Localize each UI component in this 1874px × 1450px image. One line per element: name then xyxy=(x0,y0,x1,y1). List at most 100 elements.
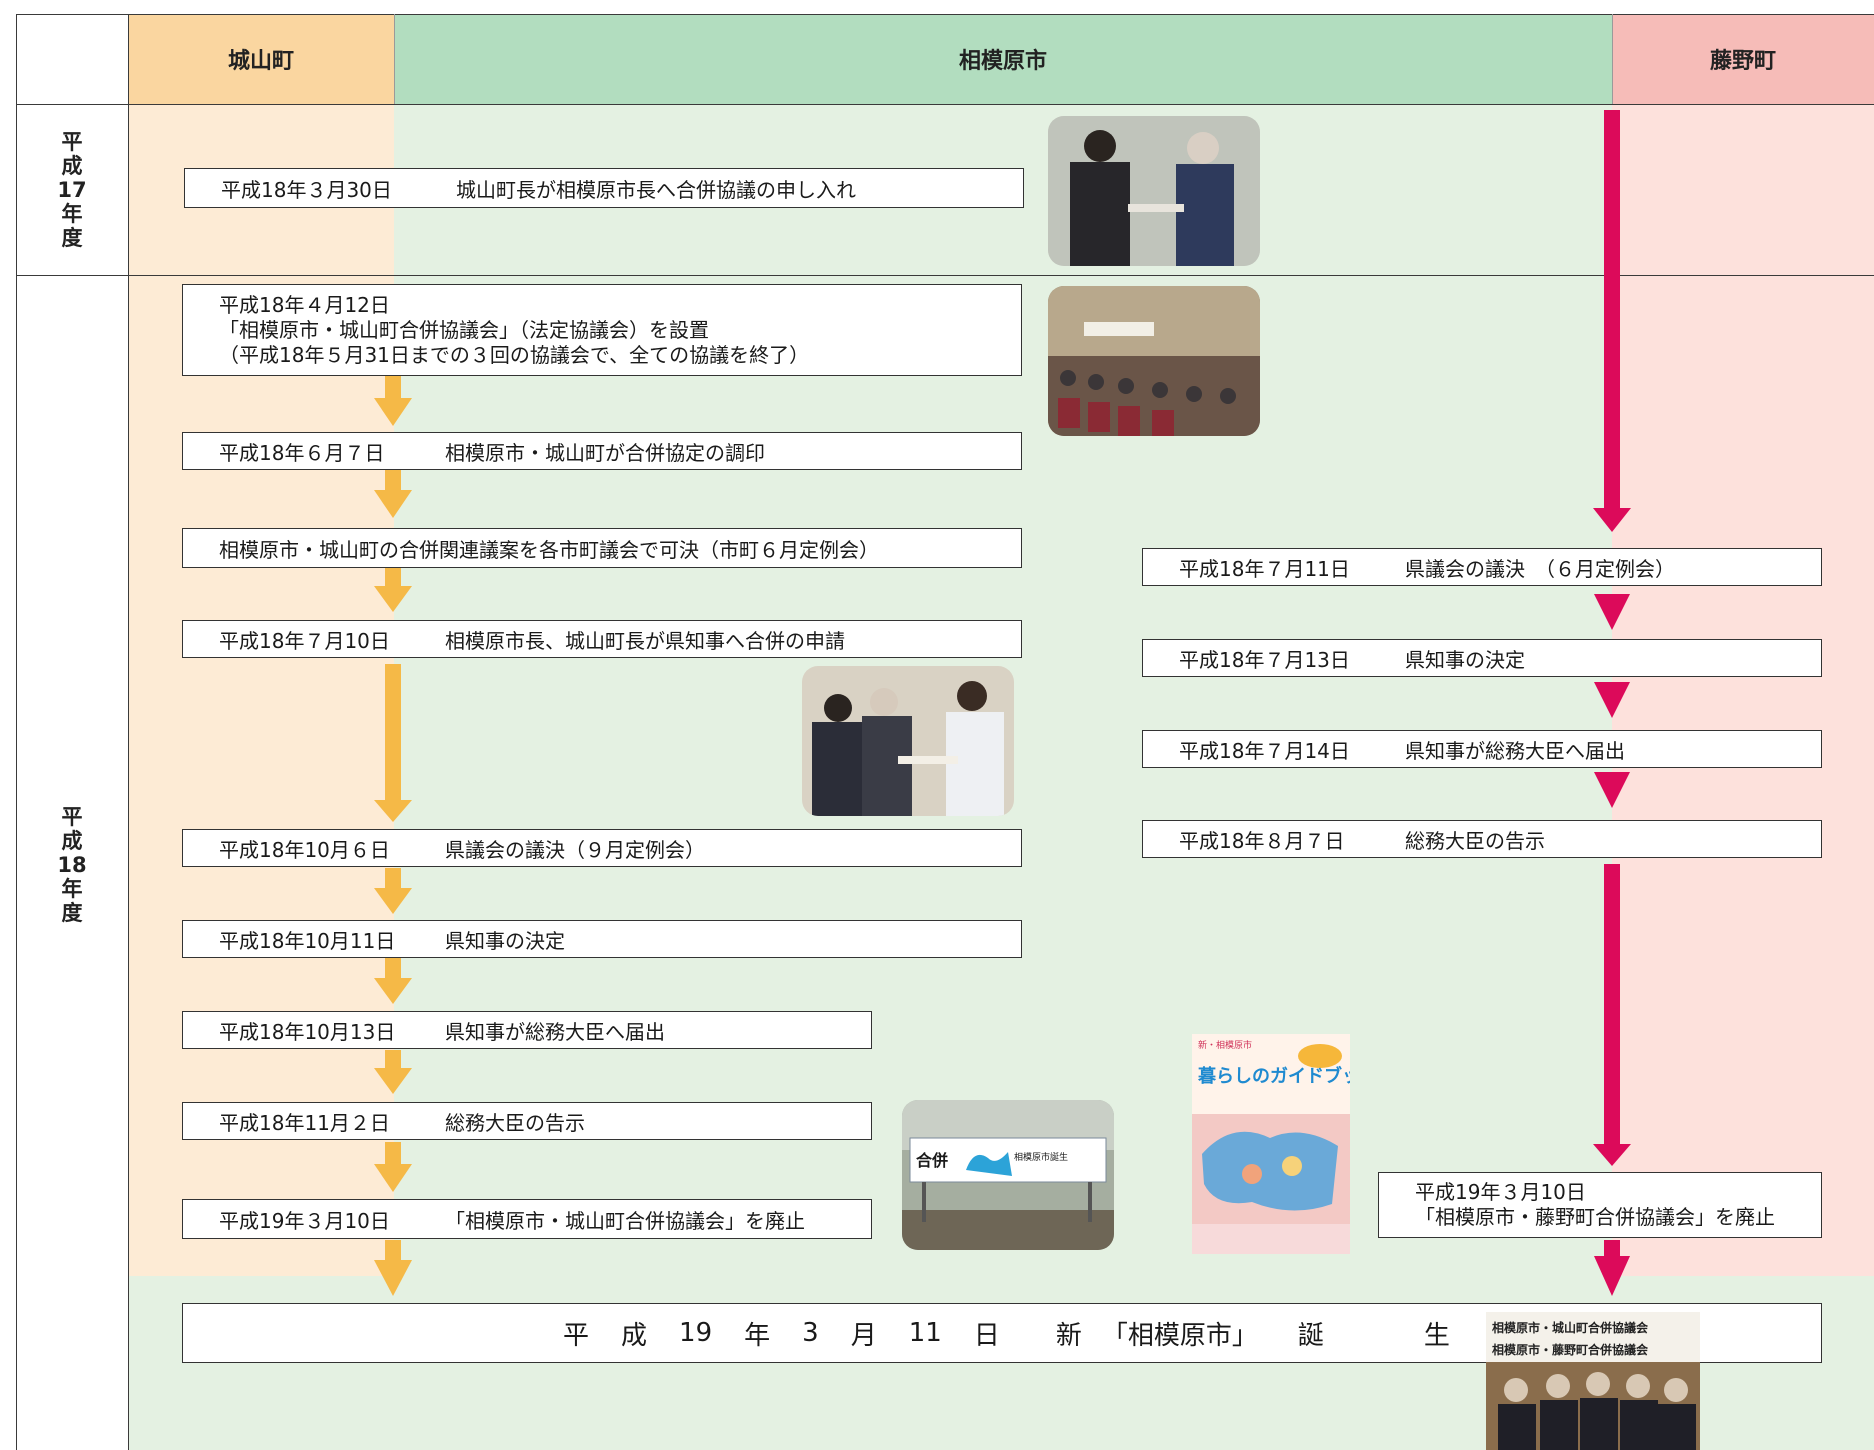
magenta-arrowhead xyxy=(1594,682,1630,718)
orange-arrowhead xyxy=(374,490,412,518)
fujino-header-bg xyxy=(1612,14,1874,104)
orange-arrowhead xyxy=(374,1164,412,1192)
event-date: 平成18年７月11日 xyxy=(1179,556,1350,581)
event-text: 相模原市長、城山町長が県知事へ合併の申請 xyxy=(445,628,845,653)
orange-shaft xyxy=(385,1142,401,1166)
event-date: 平成18年10月６日 xyxy=(219,837,390,862)
fujino-column-bg xyxy=(1612,104,1874,1276)
era-char: 年 xyxy=(61,202,83,226)
event-date: 平成18年10月13日 xyxy=(219,1019,396,1044)
event-date: 平成18年７月10日 xyxy=(219,628,390,653)
event-text: 「相模原市・城山町合併協議会」を廃止 xyxy=(445,1208,805,1233)
handshake-photo-1 xyxy=(1048,116,1260,266)
orange-arrowhead xyxy=(374,800,412,822)
era-char: 度 xyxy=(61,901,83,925)
event-text: 城山町長が相模原市長へ合併協議の申し入れ xyxy=(456,177,856,202)
final-char: 誕 xyxy=(1297,1320,1324,1351)
era-char: 平 xyxy=(61,130,83,154)
sign-text-1: 合併 xyxy=(916,1151,948,1170)
council-meeting-photo xyxy=(1048,286,1260,436)
final-char: 平 xyxy=(563,1320,590,1351)
grid-header-bottom xyxy=(16,104,1874,105)
event-h18-1006: 平成18年10月６日 県議会の議決（９月定例会） xyxy=(182,829,1022,867)
era-char: 度 xyxy=(61,226,83,250)
era-char: 成 xyxy=(61,829,83,853)
handshake-photo-2 xyxy=(802,666,1014,816)
shiroyama-header-bg xyxy=(128,14,394,104)
guidebook-photo: 新・相模原市 暮らしのガイドブック xyxy=(1192,1034,1350,1254)
event-text: 総務大臣の告示 xyxy=(1405,828,1545,853)
era-char: 17 xyxy=(57,178,87,202)
event-line: （平成18年５月31日までの３回の協議会で、全ての協議を終了） xyxy=(219,342,810,367)
final-char: 月 xyxy=(850,1320,877,1351)
orange-shaft xyxy=(385,468,401,492)
event-text: 県議会の議決 （６月定例会） xyxy=(1405,556,1675,581)
event-line: 平成19年３月10日 xyxy=(1415,1180,1586,1204)
council-label-1: 相模原市・城山町合併協議会 xyxy=(1492,1320,1649,1335)
event-text: 総務大臣の告示 xyxy=(445,1110,585,1135)
event-date: 平成18年10月11日 xyxy=(219,928,396,953)
event-date: 平成18年７月14日 xyxy=(1179,738,1350,763)
event-date: 平成18年11月２日 xyxy=(219,1110,390,1135)
event-h18-0713: 平成18年７月13日 県知事の決定 xyxy=(1142,639,1822,677)
final-char: 3 xyxy=(802,1318,819,1348)
orange-shaft xyxy=(385,868,401,890)
header-sagamihara: 相模原市 xyxy=(958,49,1047,74)
magenta-arrowhead xyxy=(1594,772,1630,808)
header-shiroyama: 城山町 xyxy=(227,49,294,74)
event-date: 平成19年３月10日 xyxy=(219,1208,390,1233)
event-date: 平成18年８月７日 xyxy=(1179,828,1345,853)
event-date: 平成18年６月７日 xyxy=(219,440,385,465)
grid-era-col-edge xyxy=(128,14,129,1450)
era-h18-label: 平 成 18 年 度 xyxy=(16,800,128,930)
event-text: 県知事の決定 xyxy=(1405,647,1525,672)
era-char: 年 xyxy=(61,877,83,901)
event-h18-0412: 平成18年４月12日 「相模原市・城山町合併協議会」（法定協議会）を設置 （平成… xyxy=(182,284,1022,376)
council-group-photo: 相模原市・城山町合併協議会 相模原市・藤野町合併協議会 xyxy=(1486,1312,1700,1450)
event-h18-1102: 平成18年11月２日 総務大臣の告示 xyxy=(182,1102,872,1140)
event-line: 「相模原市・藤野町合併協議会」を廃止 xyxy=(1415,1205,1775,1229)
orange-arrowhead xyxy=(374,978,412,1004)
magenta-arrowhead xyxy=(1593,508,1631,532)
final-char: 生 xyxy=(1423,1320,1450,1351)
event-text: 県知事の決定 xyxy=(445,928,565,953)
shiroyama-arrows xyxy=(374,376,412,1296)
final-char: 「相模原市」 xyxy=(1101,1320,1258,1351)
guidebook-tag: 新・相模原市 xyxy=(1198,1039,1252,1051)
orange-arrowhead xyxy=(374,1260,412,1296)
guidebook-title: 暮らしのガイドブック xyxy=(1197,1065,1350,1087)
magenta-shaft xyxy=(1604,864,1620,1146)
final-char: 成 xyxy=(621,1320,648,1351)
magenta-arrowhead xyxy=(1594,1256,1630,1296)
event-date: 平成18年３月30日 xyxy=(221,177,392,202)
event-h18-0807: 平成18年８月７日 総務大臣の告示 xyxy=(1142,820,1822,858)
event-line: 「相模原市・城山町合併協議会」（法定協議会）を設置 xyxy=(219,317,709,342)
event-h18-0711: 平成18年７月11日 県議会の議決 （６月定例会） xyxy=(1142,548,1822,586)
event-h18-0330: 平成18年３月30日 城山町長が相模原市長へ合併協議の申し入れ xyxy=(184,168,1024,208)
magenta-shaft xyxy=(1604,110,1620,510)
event-text: 県議会の議決（９月定例会） xyxy=(445,837,705,862)
orange-shaft xyxy=(385,958,401,980)
magenta-arrowhead xyxy=(1593,1144,1631,1166)
era-char: 18 xyxy=(57,853,87,877)
orange-shaft xyxy=(385,1050,401,1070)
magenta-shaft xyxy=(1604,1240,1620,1258)
final-char: 11 xyxy=(908,1318,942,1348)
sign-text-2: 相模原市誕生 xyxy=(1014,1151,1068,1163)
event-council-votes: 相模原市・城山町の合併関連議案を各市町議会で可決（市町６月定例会） xyxy=(182,528,1022,568)
grid-era-divider xyxy=(16,275,1874,276)
event-h19-0310-fujino: 平成19年３月10日 「相模原市・藤野町合併協議会」を廃止 xyxy=(1378,1172,1822,1238)
event-h18-0714: 平成18年７月14日 県知事が総務大臣へ届出 xyxy=(1142,730,1822,768)
final-char: 年 xyxy=(744,1320,771,1351)
era-char: 成 xyxy=(61,154,83,178)
event-h19-0310-shiroyama: 平成19年３月10日 「相模原市・城山町合併協議会」を廃止 xyxy=(182,1199,872,1239)
orange-shaft xyxy=(385,1240,401,1262)
merger-sign-photo: 合併 相模原市誕生 xyxy=(902,1100,1114,1250)
event-text: 相模原市・城山町が合併協定の調印 xyxy=(445,440,765,465)
event-h18-0710: 平成18年７月10日 相模原市長、城山町長が県知事へ合併の申請 xyxy=(182,620,1022,658)
grid-col-divider-2 xyxy=(1612,14,1613,104)
orange-arrowhead xyxy=(374,586,412,612)
event-text: 県知事が総務大臣へ届出 xyxy=(445,1019,665,1044)
event-line: 平成18年４月12日 xyxy=(219,292,390,317)
